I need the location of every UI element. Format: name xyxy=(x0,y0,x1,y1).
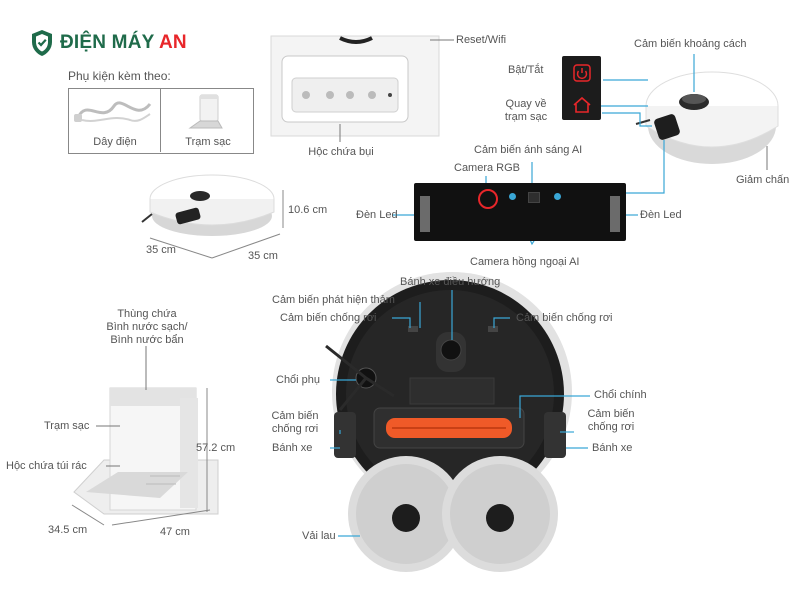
accessory-label-cord: Dây điện xyxy=(93,136,137,148)
label-water-tanks: Thùng chứa Bình nước sạch/ Bình nước bẩn xyxy=(106,308,188,346)
label-station: Trạm sạc xyxy=(44,420,90,432)
bottom-connector-lines xyxy=(330,290,590,537)
dim-robot-depth: 35 cm xyxy=(248,250,278,262)
robot-dimension-image xyxy=(141,174,284,259)
label-ir-camera: Camera hồng ngoại AI xyxy=(470,256,580,268)
dust-box-image xyxy=(270,35,454,142)
station-thumb-image xyxy=(188,94,223,129)
label-wheel-right: Bánh xe xyxy=(592,442,633,454)
dim-station-depth: 34.5 cm xyxy=(48,524,88,536)
label-power: Bật/Tắt xyxy=(508,64,544,76)
label-led-left: Đèn Led xyxy=(356,209,398,221)
station-image xyxy=(71,346,219,526)
label-cliff-sensor-left: Cảm biến chống rơi xyxy=(271,410,319,435)
label-main-brush: Chổi chính xyxy=(594,389,647,401)
label-carpet-sensor: Cảm biến phát hiện thảm xyxy=(272,294,395,306)
brand-name: ĐIỆN MÁY AN xyxy=(60,32,187,53)
accessory-label-station: Trạm sạc xyxy=(185,136,231,148)
accessories-title: Phụ kiện kèm theo: xyxy=(68,69,171,83)
label-cliff-sensor-top-left: Cảm biến chống rơi xyxy=(280,312,377,324)
shield-check-icon xyxy=(32,30,52,56)
power-icon xyxy=(573,64,591,82)
dim-station-width: 47 cm xyxy=(160,526,190,538)
robot-top-image xyxy=(635,54,779,170)
dim-robot-height: 10.6 cm xyxy=(288,204,328,216)
label-cliff-sensor-right: Cảm biến chống rơi xyxy=(587,408,635,433)
dim-station-height: 57.2 cm xyxy=(196,442,236,454)
dim-robot-width: 35 cm xyxy=(146,244,176,256)
label-dust-box: Hộc chứa bụi xyxy=(308,146,374,158)
robot-bottom-image xyxy=(325,272,572,572)
label-mop: Vải lau xyxy=(302,530,336,542)
camera-strip-image xyxy=(414,183,626,241)
label-bag-compartment: Hộc chứa túi rác xyxy=(6,460,87,472)
label-bumper: Giảm chấn xyxy=(736,174,790,186)
label-side-brush: Chổi phụ xyxy=(276,374,321,386)
label-wheel-left: Bánh xe xyxy=(272,442,313,454)
rgb-camera-dot xyxy=(478,189,498,209)
label-reset-wifi: Reset/Wifi xyxy=(456,34,507,46)
label-return-home: Quay về trạm sạc xyxy=(504,98,548,123)
home-icon xyxy=(572,96,592,114)
label-led-right: Đèn Led xyxy=(640,209,682,221)
label-cliff-sensor-top-right: Cảm biến chống rơi xyxy=(516,312,613,324)
label-rgb-camera: Camera RGB xyxy=(454,162,521,174)
label-light-sensor: Cảm biến ánh sáng AI xyxy=(474,144,583,156)
label-distance-sensor: Cảm biến khoảng cách xyxy=(634,38,747,50)
label-nav-wheel: Bánh xe điều hướng xyxy=(400,276,501,288)
button-panel xyxy=(562,56,601,120)
brand-logo[interactable]: ĐIỆN MÁY AN xyxy=(30,28,187,58)
power-cord-image xyxy=(74,101,152,122)
